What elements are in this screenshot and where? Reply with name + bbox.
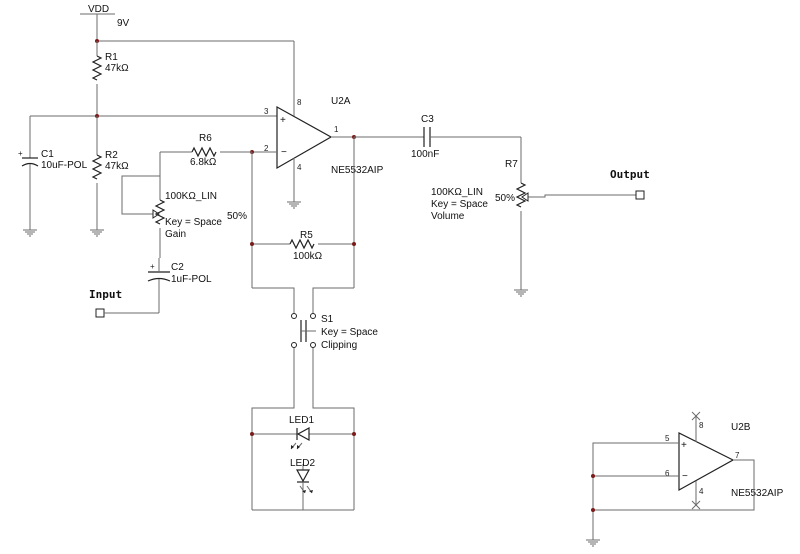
- u2a-pin-label: 1: [334, 125, 339, 134]
- vdd-label: VDD: [88, 4, 109, 15]
- gain-pot-label: Gain: [165, 229, 186, 240]
- c1-value: 10uF-POL: [41, 160, 88, 171]
- ground-symbol: [89, 229, 105, 237]
- u2a-ref: U2A: [331, 96, 351, 107]
- switch-key: Key = Space: [321, 327, 378, 338]
- u2b-pin-label: 8: [699, 421, 704, 430]
- noninverting-sign: +: [280, 115, 286, 126]
- c2-plus-mark: +: [150, 262, 155, 271]
- ground-symbol: [286, 201, 302, 209]
- u2a-pin-label: 4: [297, 163, 302, 172]
- junction-dot: [591, 508, 595, 512]
- r2-ref: R2: [105, 150, 118, 161]
- ground-symbol: [513, 289, 529, 297]
- led2[interactable]: LED2: [290, 458, 315, 510]
- volume-pot-ref: R7: [505, 159, 518, 170]
- u2a-part: NE5532AIP: [331, 165, 384, 176]
- gain-pot-key: Key = Space: [165, 217, 222, 228]
- r5-ref: R5: [300, 230, 313, 241]
- r2-resistor[interactable]: R2 47kΩ: [92, 116, 129, 230]
- ground-symbol: [585, 539, 601, 547]
- ground-symbol: [22, 229, 38, 237]
- junction-dot: [591, 474, 595, 478]
- gain-pot-value: 100KΩ_LIN: [165, 191, 217, 202]
- u2a-pin-label: 3: [264, 107, 269, 116]
- c1-plus-mark: +: [18, 149, 23, 158]
- r1-resistor[interactable]: R1 47kΩ: [92, 41, 129, 116]
- r6-value: 6.8kΩ: [190, 157, 217, 168]
- r6-ref: R6: [199, 133, 212, 144]
- c3-capacitor[interactable]: C3 100nF: [354, 114, 521, 160]
- input-port[interactable]: Input: [89, 288, 159, 318]
- led1[interactable]: LED1: [289, 415, 314, 450]
- c3-ref: C3: [421, 114, 434, 125]
- u2b-opamp[interactable]: + − U2B NE5532AIP 8 5 6 7 4: [665, 411, 784, 510]
- gain-potentiometer[interactable]: 100KΩ_LIN Key = Space Gain 50%: [121, 152, 247, 258]
- clipping-switch[interactable]: S1 Key = Space Clipping: [291, 313, 379, 352]
- r1-value: 47kΩ: [105, 63, 129, 74]
- input-label: Input: [89, 288, 122, 301]
- volume-potentiometer[interactable]: R7 100KΩ_LIN Key = Space Volume 50%: [431, 137, 636, 290]
- switch-ref: S1: [321, 314, 334, 325]
- led2-ref: LED2: [290, 458, 315, 469]
- u2b-inverting-sign: −: [682, 471, 688, 482]
- u2b-ref: U2B: [731, 422, 751, 433]
- u2b-part: NE5532AIP: [731, 488, 784, 499]
- volume-pot-label: Volume: [431, 211, 465, 222]
- u2b-noninverting-sign: +: [681, 440, 687, 451]
- volume-pot-position: 50%: [495, 193, 515, 204]
- u2a-pin-label: 2: [264, 144, 269, 153]
- r1-ref: R1: [105, 52, 118, 63]
- gain-pot-position: 50%: [227, 211, 247, 222]
- vdd-voltage-label: 9V: [117, 18, 130, 29]
- c2-ref: C2: [171, 262, 184, 273]
- r2-value: 47kΩ: [105, 161, 129, 172]
- volume-pot-value: 100KΩ_LIN: [431, 187, 483, 198]
- output-label: Output: [610, 168, 650, 181]
- junction-dot: [352, 242, 356, 246]
- c2-value: 1uF-POL: [171, 274, 212, 285]
- junction-dot: [352, 432, 356, 436]
- u2b-pin-label: 4: [699, 487, 704, 496]
- u2b-pin-label: 5: [665, 434, 670, 443]
- r6-resistor[interactable]: R6 6.8kΩ: [160, 133, 252, 168]
- inverting-sign: −: [281, 147, 287, 158]
- junction-dot: [250, 432, 254, 436]
- switch-label: Clipping: [321, 340, 357, 351]
- u2b-pin-label: 7: [735, 451, 740, 460]
- r5-value: 100kΩ: [293, 251, 323, 262]
- c1-capacitor[interactable]: + C1 10uF-POL: [18, 116, 88, 230]
- c1-ref: C1: [41, 149, 54, 160]
- junction-dot: [250, 242, 254, 246]
- led1-ref: LED1: [289, 415, 314, 426]
- vdd-supply: VDD 9V: [80, 4, 130, 41]
- c3-value: 100nF: [411, 149, 439, 160]
- output-port[interactable]: Output: [610, 168, 650, 200]
- r5-resistor[interactable]: R5 100kΩ: [252, 230, 354, 262]
- volume-pot-key: Key = Space: [431, 199, 488, 210]
- c2-capacitor[interactable]: + C2 1uF-POL: [147, 258, 212, 313]
- u2a-opamp[interactable]: + − U2A NE5532AIP 8 3 2 1 4: [264, 96, 418, 202]
- u2a-pin-label: 8: [297, 98, 302, 107]
- u2b-pin-label: 6: [665, 469, 670, 478]
